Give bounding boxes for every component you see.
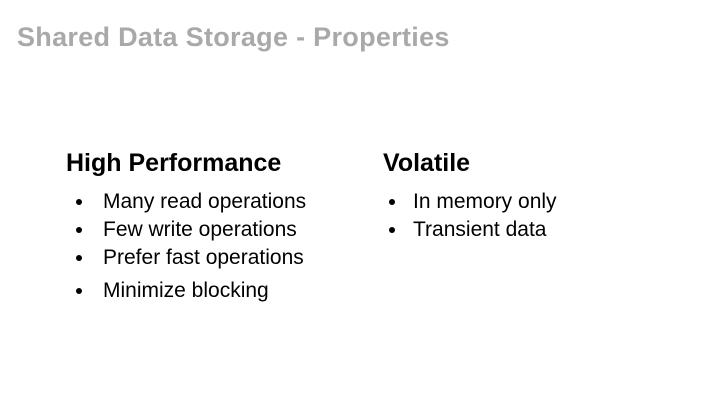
bullet-text: Minimize blocking — [103, 279, 269, 302]
bullet-dot-icon — [76, 227, 82, 233]
bullet-item: Prefer fast operations — [66, 244, 366, 272]
column-heading-high-performance: High Performance — [66, 149, 282, 177]
bullet-item: Few write operations — [66, 216, 366, 244]
bullet-list-high-performance: Many read operations Few write operation… — [66, 188, 366, 305]
column-heading-volatile: Volatile — [383, 149, 471, 177]
bullet-dot-icon — [76, 199, 82, 205]
bullet-list-volatile: In memory only Transient data — [383, 188, 643, 244]
bullet-text: Few write operations — [103, 218, 297, 241]
column-high-performance: High Performance Many read operations Fe… — [66, 150, 366, 305]
bullet-text: In memory only — [413, 190, 557, 213]
bullet-item: Many read operations — [66, 188, 366, 216]
bullet-text: Transient data — [413, 218, 547, 241]
slide-title: Shared Data Storage - Properties — [17, 22, 450, 52]
bullet-dot-icon — [389, 199, 395, 205]
bullet-text: Many read operations — [103, 190, 307, 213]
bullet-dot-icon — [76, 255, 82, 261]
bullet-item: Transient data — [383, 216, 643, 244]
bullet-item: Minimize blocking — [66, 277, 366, 305]
column-volatile: Volatile In memory only Transient data — [383, 150, 643, 244]
bullet-item: In memory only — [383, 188, 643, 216]
bullet-dot-icon — [76, 288, 82, 294]
bullet-dot-icon — [389, 227, 395, 233]
bullet-text: Prefer fast operations — [103, 246, 304, 269]
